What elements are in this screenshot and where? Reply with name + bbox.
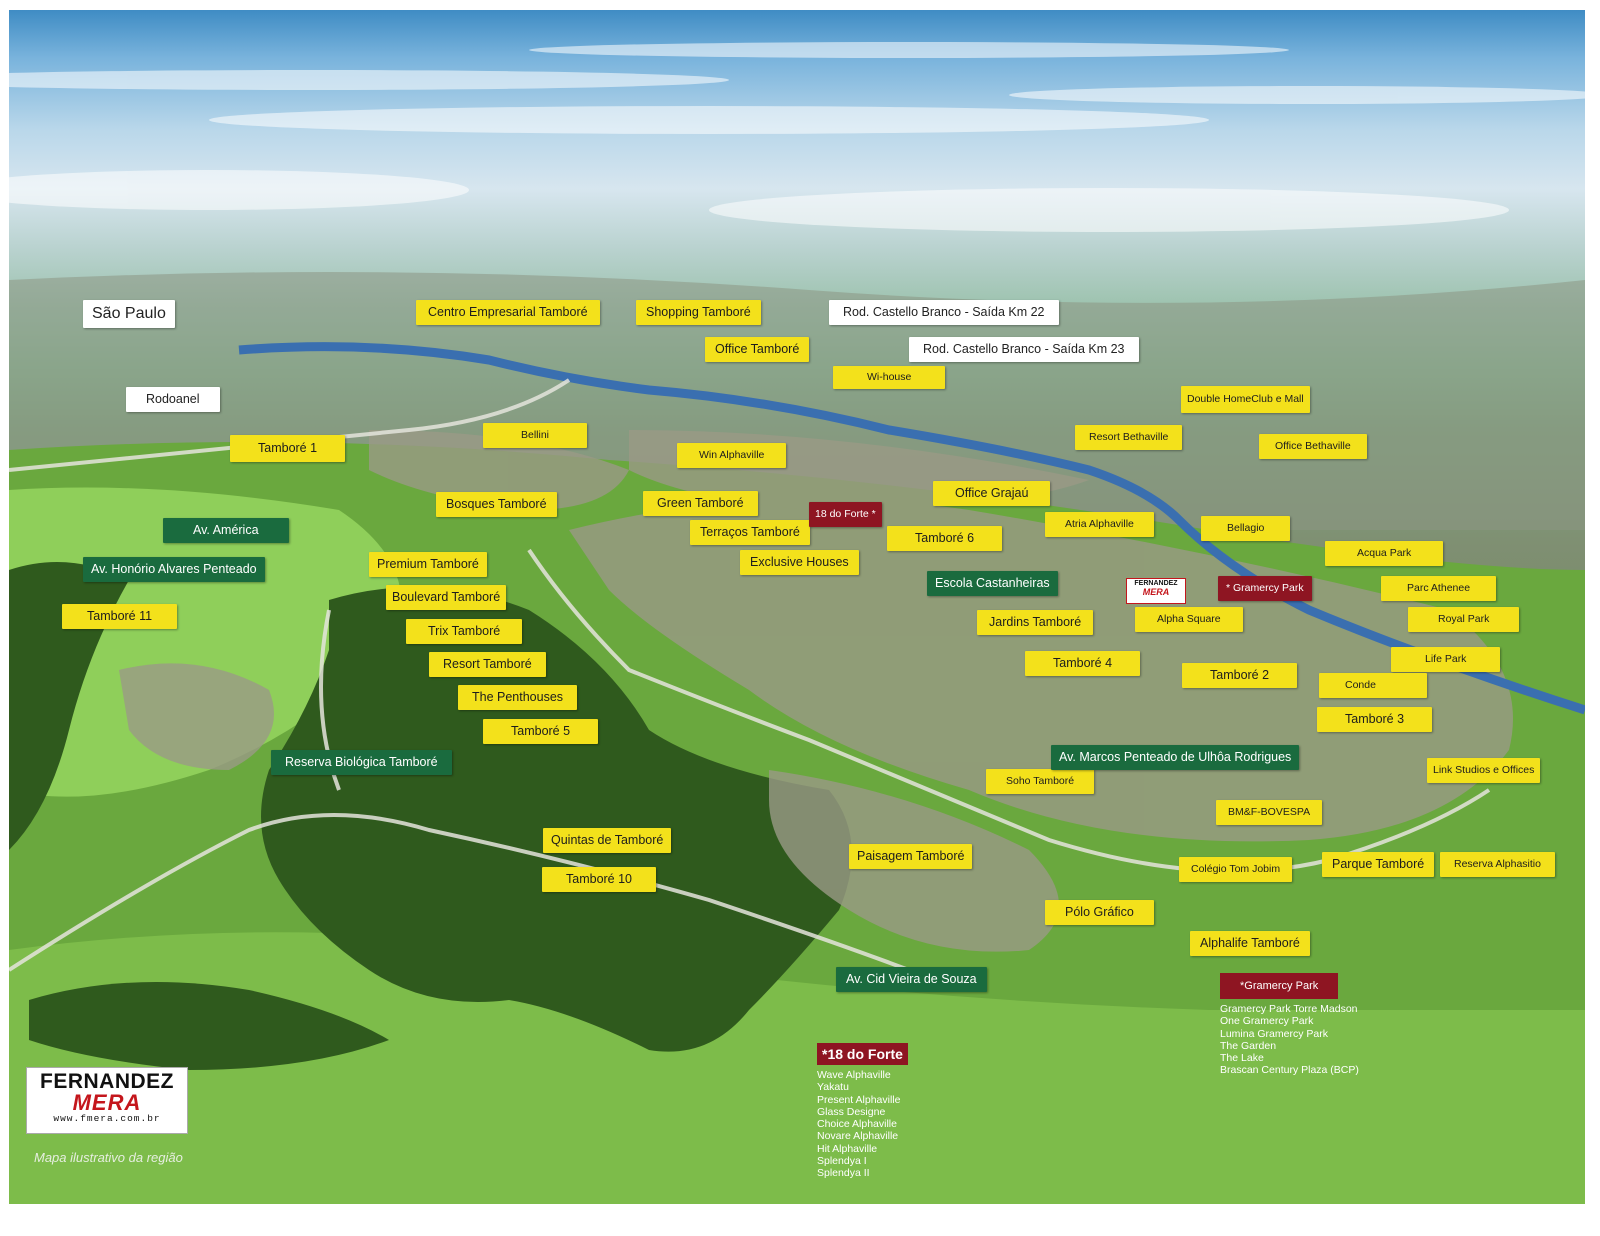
label-office-bethaville: Office Bethaville <box>1259 434 1367 459</box>
legend-gramercy-park: *Gramercy Park Gramercy Park Torre Madso… <box>1220 973 1359 1077</box>
label-18-do-forte-marker: 18 do Forte * <box>809 502 882 527</box>
list-item: The Garden <box>1220 1039 1277 1052</box>
label-the-penthouses: The Penthouses <box>458 685 578 710</box>
region-map: São Paulo Rodoanel Rod. Castello Branco … <box>9 10 1585 1204</box>
legend-gramercy-list: Gramercy Park Torre Madson One Gramercy … <box>1220 1003 1359 1077</box>
list-item: Novare Alphaville <box>817 1130 899 1143</box>
list-item: Glass Designe <box>817 1105 886 1118</box>
label-resort-bethaville: Resort Bethaville <box>1075 425 1183 450</box>
label-alpha-square: Alpha Square <box>1135 607 1243 632</box>
label-office-tambore: Office Tamboré <box>705 337 810 362</box>
label-av-marcos-penteado: Av. Marcos Penteado de Ulhôa Rodrigues <box>1051 745 1300 770</box>
label-office-grajau: Office Grajaú <box>933 481 1051 506</box>
label-sao-paulo: São Paulo <box>83 300 175 328</box>
label-double-homeclub: Double HomeClub e Mall <box>1181 386 1310 413</box>
label-tambore-1: Tamboré 1 <box>230 435 346 462</box>
list-item: Hit Alphaville <box>817 1142 878 1155</box>
legend-18-do-forte: *18 do Forte Wave Alphaville Yakatu Pres… <box>817 1043 908 1180</box>
label-tambore-5: Tamboré 5 <box>483 719 599 744</box>
list-item: Splendya I <box>817 1155 867 1168</box>
list-item: Splendya II <box>817 1167 870 1180</box>
list-item: Brascan Century Plaza (BCP) <box>1220 1064 1359 1077</box>
list-item: Lumina Gramercy Park <box>1220 1027 1328 1040</box>
label-green-tambore: Green Tamboré <box>643 491 758 516</box>
label-wi-house: Wi-house <box>833 366 946 389</box>
label-conde: Conde <box>1319 673 1427 698</box>
label-tambore-11: Tamboré 11 <box>62 604 178 629</box>
label-bellagio: Bellagio <box>1201 516 1291 541</box>
label-rodoanel: Rodoanel <box>126 387 220 412</box>
label-polo-grafico: Pólo Gráfico <box>1045 900 1154 925</box>
label-atria-alphaville: Atria Alphaville <box>1045 512 1154 537</box>
tiete-river <box>238 342 1585 715</box>
label-link-studios: Link Studios e Offices <box>1427 758 1541 783</box>
list-item: The Lake <box>1220 1052 1264 1065</box>
forest-left <box>9 562 129 850</box>
legend-gramercy-title: *Gramercy Park <box>1220 973 1339 999</box>
label-escola-castanheiras: Escola Castanheiras <box>927 571 1058 596</box>
label-tambore-2: Tamboré 2 <box>1182 663 1298 688</box>
list-item: Yakatu <box>817 1081 849 1094</box>
label-colegio-tom-jobim: Colégio Tom Jobim <box>1179 857 1293 882</box>
label-exclusive-houses: Exclusive Houses <box>740 550 859 575</box>
map-caption: Mapa ilustrativo da região <box>34 1150 183 1165</box>
label-bmf-bovespa: BM&F-BOVESPA <box>1216 800 1323 825</box>
label-life-park: Life Park <box>1391 647 1501 672</box>
label-paisagem-tambore: Paisagem Tamboré <box>849 844 973 869</box>
label-reserva-biologica: Reserva Biológica Tamboré <box>271 750 452 775</box>
label-alphalife-tambore: Alphalife Tamboré <box>1190 931 1310 956</box>
forest-bottom <box>29 982 389 1070</box>
label-reserva-alphasitio: Reserva Alphasitio <box>1440 852 1555 877</box>
list-item: One Gramercy Park <box>1220 1015 1314 1028</box>
label-av-cid-vieira: Av. Cid Vieira de Souza <box>836 967 987 992</box>
label-resort-tambore: Resort Tamboré <box>429 652 546 677</box>
label-quintas-tambore: Quintas de Tamboré <box>543 828 672 853</box>
label-parque-tambore: Parque Tamboré <box>1322 852 1435 877</box>
label-tambore-3: Tamboré 3 <box>1317 707 1433 732</box>
legend-18-do-forte-title: *18 do Forte <box>817 1043 908 1065</box>
label-jardins-tambore: Jardins Tamboré <box>977 610 1094 635</box>
logo-line-mera: MERA <box>72 1090 142 1115</box>
label-shopping-tambore: Shopping Tamboré <box>636 300 761 325</box>
legend-18-do-forte-list: Wave Alphaville Yakatu Present Alphavill… <box>817 1069 908 1180</box>
label-parc-athenee: Parc Athenee <box>1381 576 1497 601</box>
label-boulevard-tambore: Boulevard Tamboré <box>386 585 507 610</box>
forest-center <box>261 587 852 1052</box>
list-item: Gramercy Park Torre Madson <box>1220 1003 1358 1015</box>
label-tambore-6: Tamboré 6 <box>887 526 1003 551</box>
label-castello-km23: Rod. Castello Branco - Saída Km 23 <box>909 337 1139 362</box>
cloud-band <box>9 42 1585 232</box>
logo-url: www.fmera.com.br <box>53 1113 161 1124</box>
list-item: Present Alphaville <box>817 1093 901 1106</box>
label-bosques-tambore: Bosques Tamboré <box>436 492 557 517</box>
label-royal-park: Royal Park <box>1408 607 1520 632</box>
logo-line-fernandez: FERNANDEZ <box>40 1070 174 1093</box>
label-win-alphaville: Win Alphaville <box>677 443 787 468</box>
label-terracos-tambore: Terraços Tamboré <box>690 520 810 545</box>
label-premium-tambore: Premium Tamboré <box>369 552 487 577</box>
label-tambore-10: Tamboré 10 <box>542 867 657 892</box>
label-acqua-park: Acqua Park <box>1325 541 1444 566</box>
label-tambore-4: Tamboré 4 <box>1025 651 1141 676</box>
mini-fmera-logo: FERNANDEZ MERA <box>1126 578 1186 604</box>
list-item: Wave Alphaville <box>817 1069 891 1081</box>
list-item: Choice Alphaville <box>817 1118 897 1131</box>
label-av-america: Av. América <box>163 518 289 543</box>
label-av-honorio: Av. Honório Alvares Penteado <box>83 557 265 582</box>
label-centro-empresarial: Centro Empresarial Tamboré <box>416 300 600 325</box>
label-soho-tambore: Soho Tamboré <box>986 769 1095 794</box>
lawn-bottom <box>9 932 1585 1204</box>
label-trix-tambore: Trix Tamboré <box>406 619 523 644</box>
label-castello-km22: Rod. Castello Branco - Saída Km 22 <box>829 300 1059 325</box>
label-bellini: Bellini <box>483 423 588 448</box>
label-gramercy-marker: * Gramercy Park <box>1218 576 1312 601</box>
fernandez-mera-logo: FERNANDEZ MERA www.fmera.com.br <box>26 1067 188 1134</box>
